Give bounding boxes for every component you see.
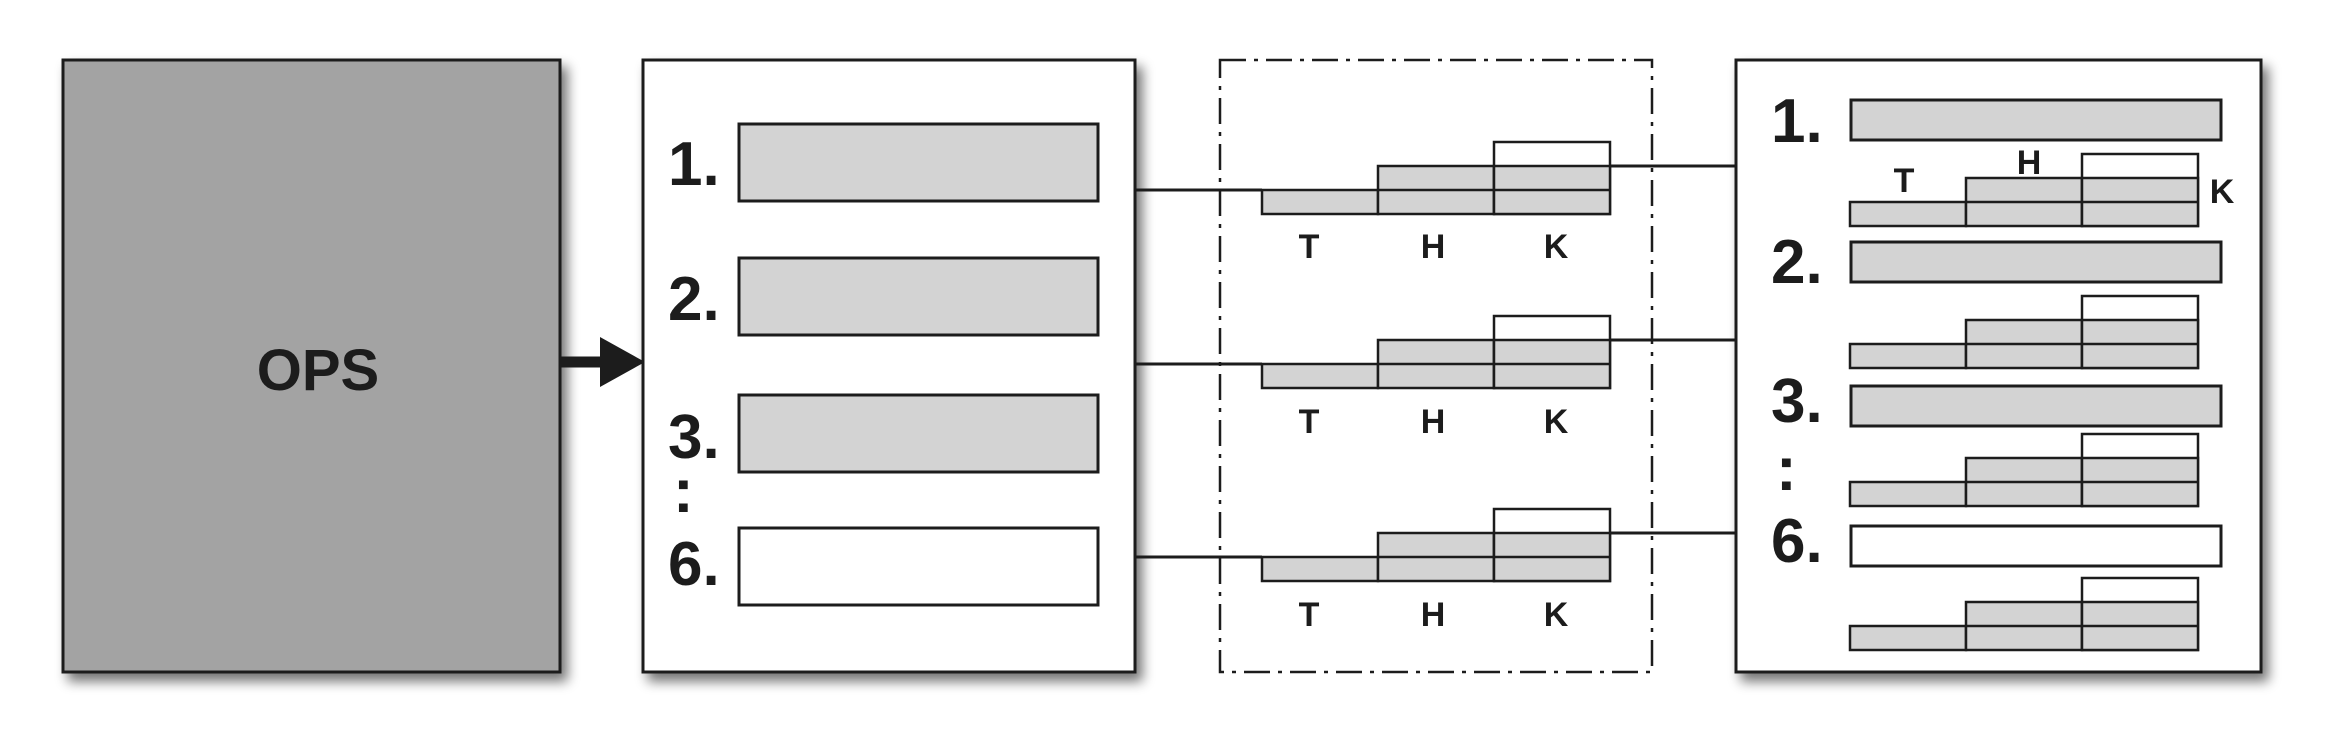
result-label-h: H: [2017, 144, 2042, 182]
result-bar-3: [1849, 384, 2223, 428]
result-bar-2: [1849, 240, 2223, 284]
ops-label: OPS: [257, 338, 380, 403]
result-bar-1: [1849, 98, 2223, 142]
result-stair-1: [1848, 152, 2200, 228]
result-panel: 1. T H K 2. 3.: [1734, 58, 2263, 674]
stair-row-1: T H K: [1260, 140, 1612, 266]
ops-box: OPS: [61, 58, 562, 674]
result-label-t: T: [1894, 162, 1915, 200]
stair-label-k: K: [1544, 403, 1569, 441]
stair-label-k: K: [1544, 228, 1569, 266]
stair-label-t: T: [1299, 596, 1320, 634]
list-number-1: 1.: [668, 130, 720, 199]
result-stair-3: [1848, 432, 2200, 508]
result-number-3: 3.: [1771, 367, 1823, 436]
stair-label-t: T: [1299, 228, 1320, 266]
result-number-2: 2.: [1771, 228, 1823, 297]
stair-label-h: H: [1421, 596, 1446, 634]
result-stair-6: [1848, 576, 2200, 652]
result-number-1: 1.: [1771, 87, 1823, 156]
result-bar-6: [1849, 524, 2223, 568]
list-number-3: 3.: [668, 403, 720, 472]
list-bar-2: [737, 256, 1100, 337]
stair-label-t: T: [1299, 403, 1320, 441]
result-ellipsis: :: [1776, 435, 1797, 504]
stair-row-2: T H K: [1260, 314, 1612, 441]
list-ellipsis: :: [673, 457, 694, 526]
list-bar-6: [737, 526, 1100, 607]
list-bar-1: [737, 122, 1100, 203]
list-number-6: 6.: [668, 530, 720, 599]
result-stair-2: [1848, 294, 2200, 370]
list-panel: 1. 2. 3. : 6.: [641, 58, 1137, 674]
result-label-k: K: [2210, 173, 2235, 211]
stair-row-3: T H K: [1260, 507, 1612, 634]
stair-label-k: K: [1544, 596, 1569, 634]
stair-panel: T H K T H K T H K: [1218, 58, 1654, 674]
connector-lines: [1135, 164, 1736, 559]
flow-arrow: [560, 337, 645, 387]
list-bar-3: [737, 393, 1100, 474]
stair-label-h: H: [1421, 403, 1446, 441]
stair-label-h: H: [1421, 228, 1446, 266]
result-number-6: 6.: [1771, 507, 1823, 576]
list-number-2: 2.: [668, 265, 720, 334]
